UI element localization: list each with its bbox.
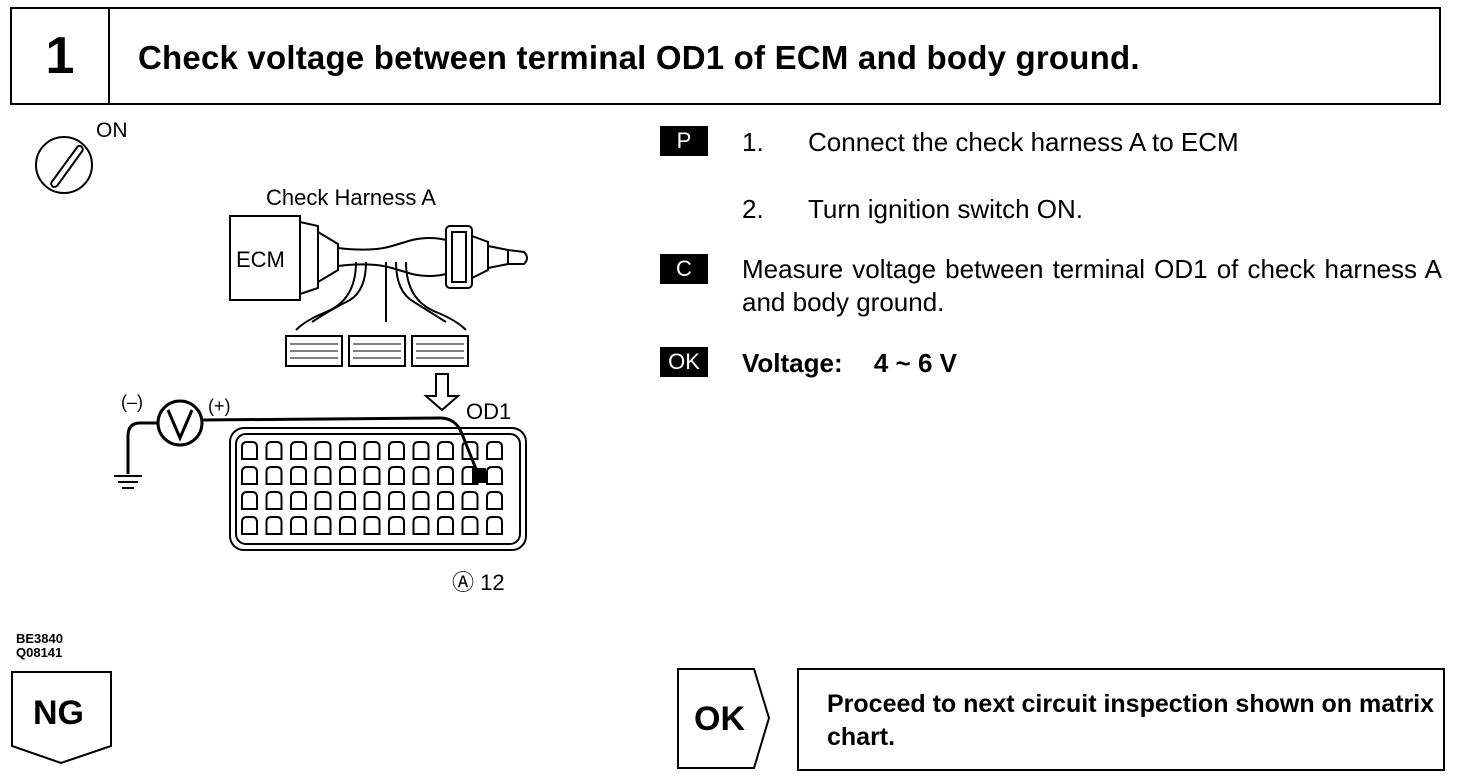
step-number: 1 <box>12 9 110 103</box>
connector-pin <box>388 441 405 460</box>
diagram-drawing <box>35 136 528 551</box>
ng-arrow-shape <box>11 671 112 765</box>
connector-pin <box>486 466 503 485</box>
ok-result-label: OK <box>694 700 745 738</box>
figure-code-2: Q08141 <box>16 645 63 660</box>
connector-label: Ⓐ 12 <box>452 570 505 595</box>
harness-connectors <box>285 335 469 367</box>
connector-pin <box>461 441 479 460</box>
connector-pin <box>339 466 356 485</box>
ok-spec: Voltage: 4 ~ 6 V <box>742 348 957 379</box>
connector-pin <box>314 491 332 510</box>
connector-pin <box>461 491 479 510</box>
connector-pin <box>290 466 307 485</box>
figure-code: BE3840 Q08141 <box>16 632 63 660</box>
connector-pin <box>461 516 479 535</box>
voltmeter-icon <box>156 399 204 447</box>
connector-pin <box>363 466 381 485</box>
connector-pin <box>486 491 503 510</box>
p-item-1-num: 1. <box>742 127 764 157</box>
connector-pin <box>339 441 356 460</box>
connector-pin <box>412 466 430 485</box>
od1-terminal <box>472 468 486 483</box>
connector-pin <box>265 441 283 460</box>
connector-a12 <box>229 427 527 551</box>
check-harness-cable <box>295 225 528 331</box>
ng-label: NG <box>33 694 84 732</box>
connector-pin <box>486 516 503 535</box>
connector-pin <box>412 516 430 535</box>
ground-icon <box>114 475 142 489</box>
connector-pin <box>412 491 430 510</box>
connector-pin <box>437 491 454 510</box>
connector-pin <box>486 441 503 460</box>
connector-pin <box>290 491 307 510</box>
prepare-tag: P <box>660 126 708 156</box>
connector-pin <box>388 491 405 510</box>
ecm-box-icon <box>229 215 339 301</box>
step-title: Check voltage between terminal OD1 of EC… <box>138 39 1140 76</box>
ok-result-text: Proceed to next circuit inspection shown… <box>827 690 1435 751</box>
figure-code-1: BE3840 <box>16 631 63 646</box>
p-item-1-text: Connect the check harness A to ECM <box>808 127 1239 157</box>
connector-pin <box>290 516 307 535</box>
p-item-2-text: Turn ignition switch ON. <box>808 194 1084 224</box>
ok-arrow-shape <box>677 668 771 769</box>
connector-pin <box>412 441 430 460</box>
ok-result-box: Proceed to next circuit inspection shown… <box>797 668 1445 771</box>
ok-tag: OK <box>660 347 708 377</box>
connector-pin <box>363 516 381 535</box>
switch-on-label: ON <box>96 119 128 142</box>
connector-pin <box>314 466 332 485</box>
ok-spec-label: Voltage: <box>742 348 843 378</box>
connector-pin <box>314 516 332 535</box>
step-header: 1 Check voltage between terminal OD1 of … <box>10 7 1441 105</box>
minus-lead <box>126 421 158 474</box>
connector-pin <box>437 441 454 460</box>
check-tag: C <box>660 254 708 284</box>
minus-label: (–) <box>121 392 143 412</box>
connector-pin <box>339 516 356 535</box>
connector-pin <box>314 441 332 460</box>
connector-pin <box>290 441 307 460</box>
plus-label: (+) <box>208 396 231 416</box>
harness-label: Check Harness A <box>266 185 436 210</box>
od1-label: OD1 <box>466 399 512 424</box>
ecm-label: ECM <box>236 247 285 272</box>
down-arrow-icon <box>423 373 461 412</box>
connector-pin <box>265 491 283 510</box>
connector-pin <box>437 466 454 485</box>
connector-pin <box>241 441 258 460</box>
ignition-switch-icon <box>35 136 93 194</box>
connector-pin <box>437 516 454 535</box>
connector-pin <box>388 516 405 535</box>
connector-pin <box>265 516 283 535</box>
connector-pin <box>339 491 356 510</box>
connector-pin <box>265 466 283 485</box>
check-text: Measure voltage between terminal OD1 of … <box>742 254 1442 317</box>
connector-pin <box>363 491 381 510</box>
connector-pin <box>241 516 258 535</box>
connector-pin <box>241 491 258 510</box>
connector-pin <box>363 441 381 460</box>
connector-pin <box>388 466 405 485</box>
p-item-2-num: 2. <box>742 194 764 224</box>
connector-pin <box>241 466 258 485</box>
ok-spec-value: 4 ~ 6 V <box>873 348 957 378</box>
